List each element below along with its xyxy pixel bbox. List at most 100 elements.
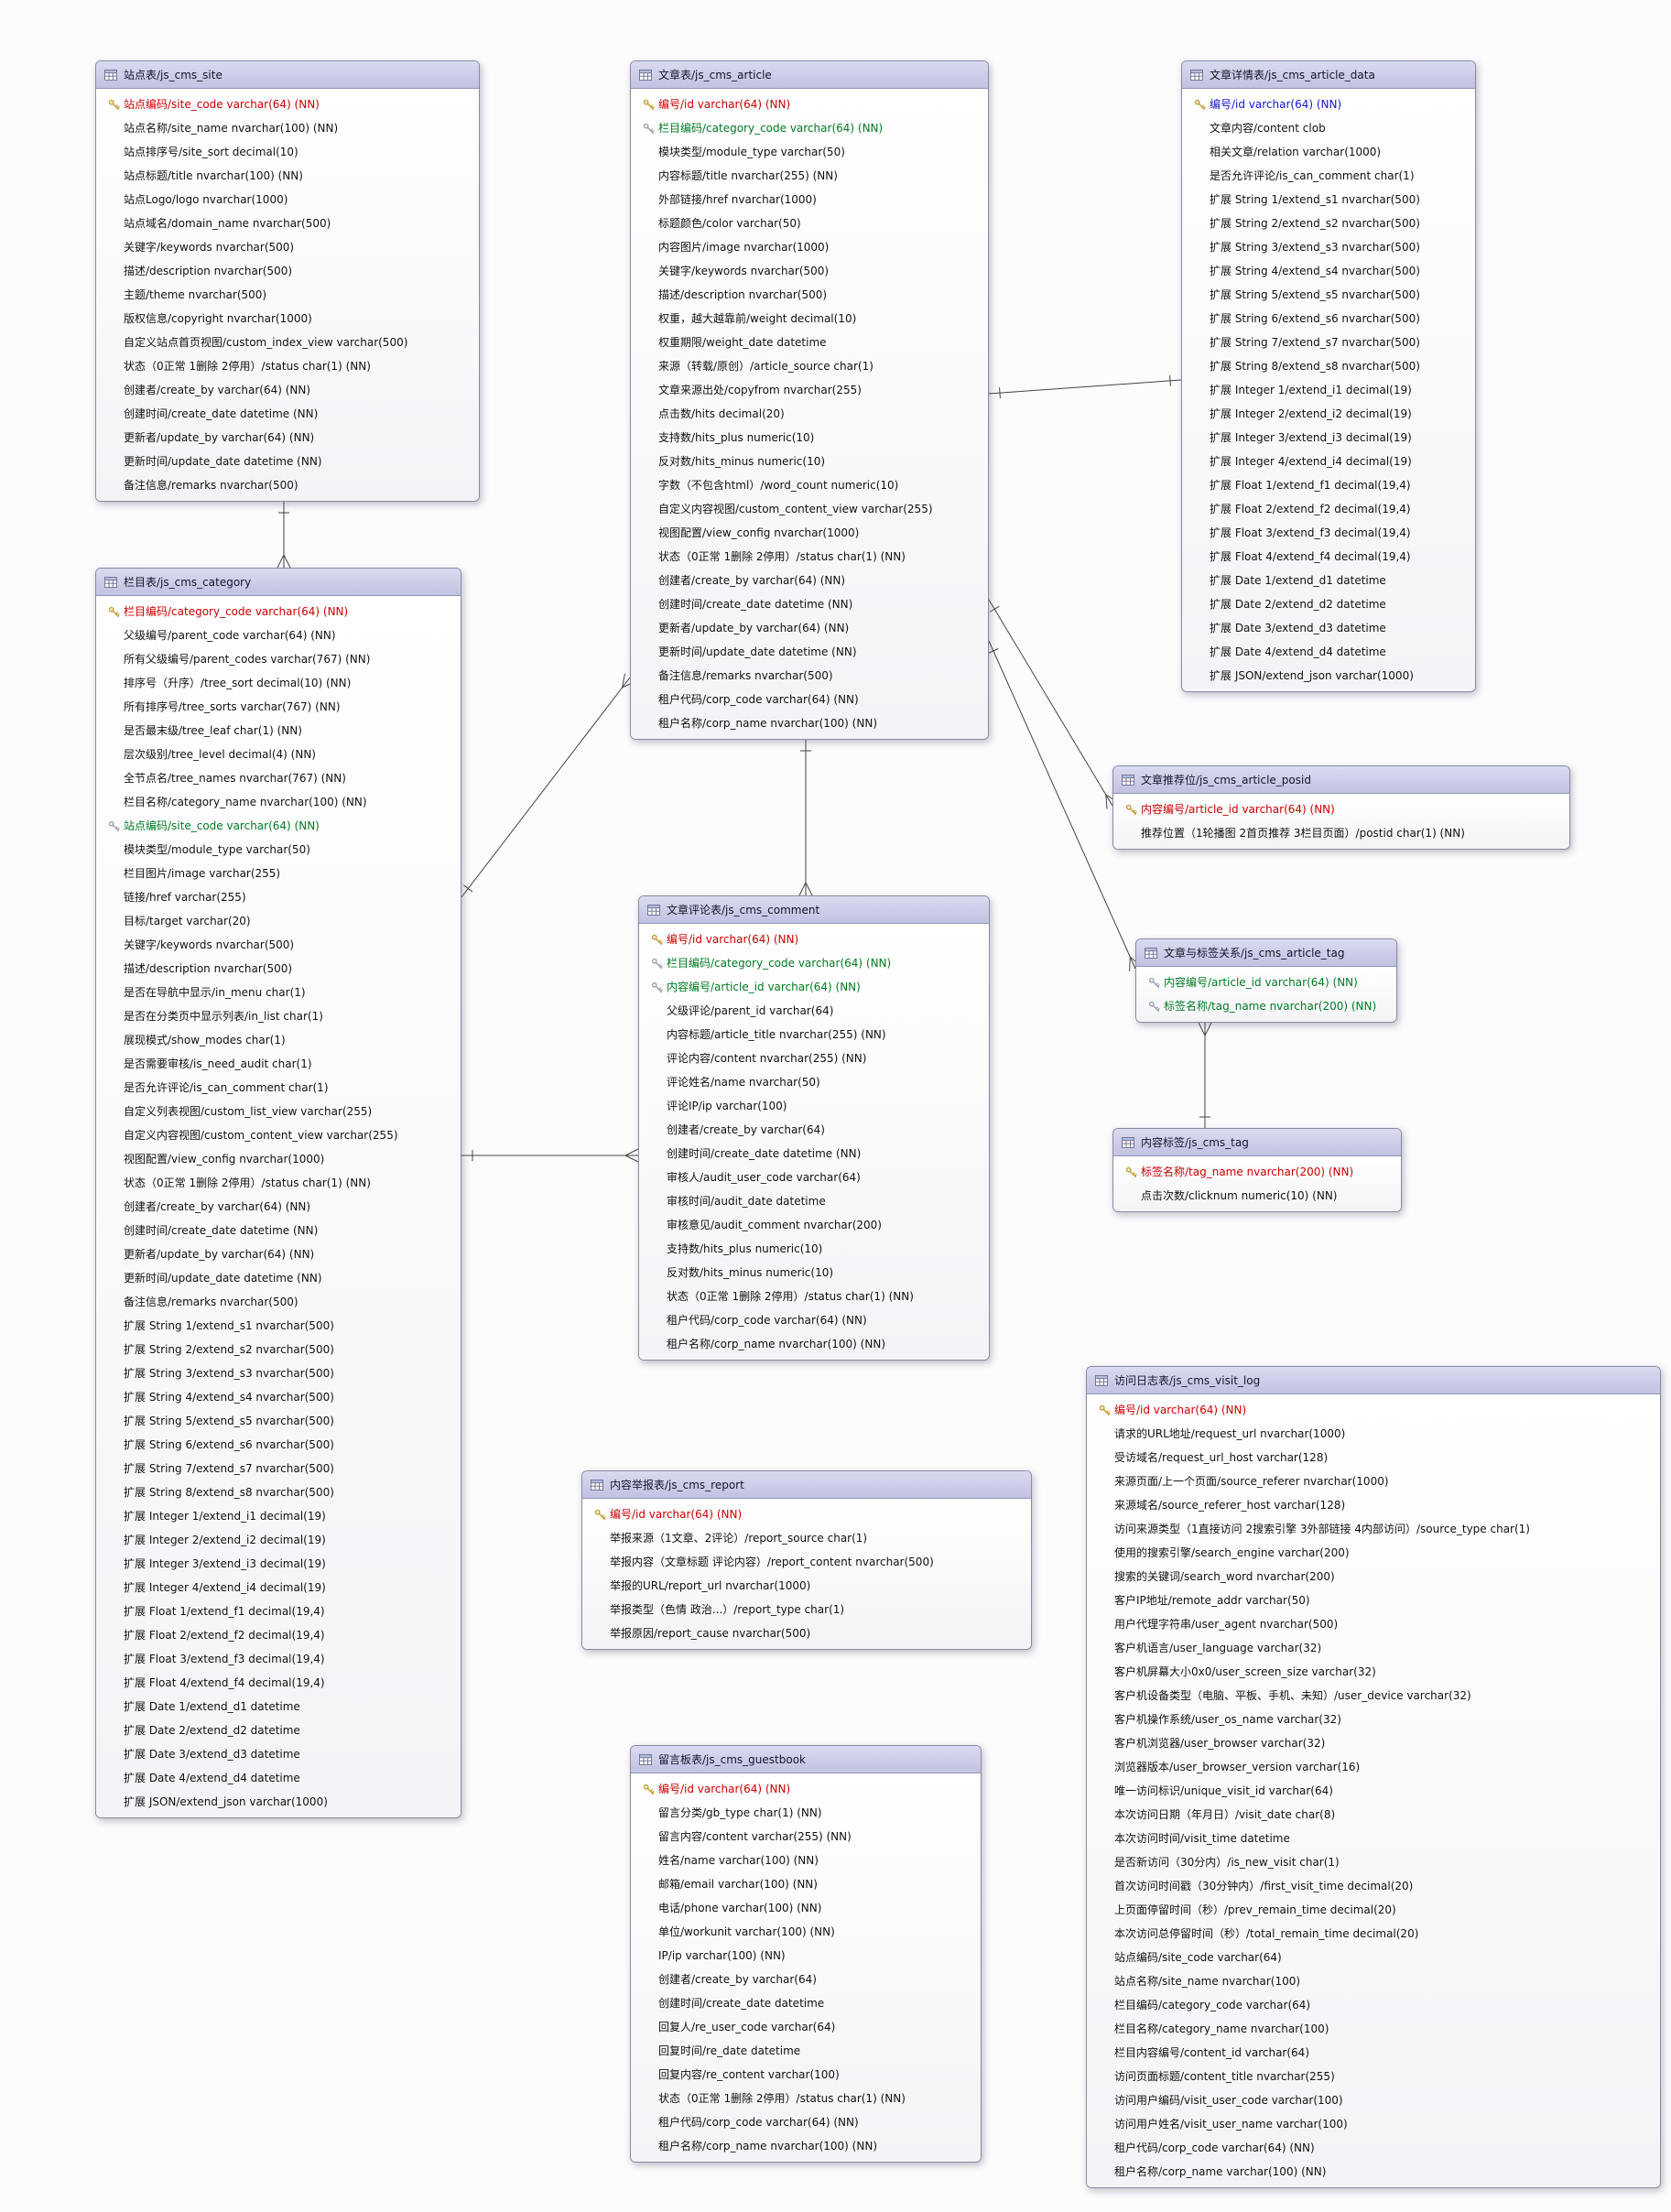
field: 是否在导航中显示/in_menu char(1) bbox=[96, 981, 461, 1004]
table-visit_log[interactable]: 访问日志表/js_cms_visit_log 编号/id varchar(64) … bbox=[1086, 1366, 1661, 2188]
field: 扩展 Integer 3/extend_i3 decimal(19) bbox=[96, 1552, 461, 1576]
field: 本次访问总停留时间（秒）/total_remain_time decimal(2… bbox=[1087, 1922, 1660, 1946]
field: 扩展 Integer 2/extend_i2 decimal(19) bbox=[1182, 402, 1475, 426]
field: 租户名称/corp_name nvarchar(100) (NN) bbox=[631, 2134, 981, 2158]
field-text: 层次级别/tree_level decimal(4) (NN) bbox=[124, 748, 316, 761]
field: 扩展 Date 1/extend_d1 datetime bbox=[1182, 569, 1475, 592]
field: 审核意见/audit_comment nvarchar(200) bbox=[639, 1213, 989, 1237]
field-text: 用户代理字符串/user_agent nvarchar(500) bbox=[1114, 1618, 1339, 1631]
field: IP/ip varchar(100) (NN) bbox=[631, 1944, 981, 1968]
field-text: 是否在分类页中显示列表/in_list char(1) bbox=[124, 1010, 323, 1023]
field: 栏目名称/category_name nvarchar(100) (NN) bbox=[96, 790, 461, 814]
table-fields: 编号/id varchar(64) (NN)请求的URL地址/request_u… bbox=[1087, 1394, 1660, 2187]
field: 所有父级编号/parent_codes varchar(767) (NN) bbox=[96, 647, 461, 671]
field-text: 支持数/hits_plus numeric(10) bbox=[658, 431, 815, 444]
field-text: 举报来源（1文章、2评论）/report_source char(1) bbox=[610, 1532, 868, 1545]
field-text: 创建时间/create_date datetime (NN) bbox=[124, 1224, 319, 1237]
field: 栏目编码/category_code varchar(64) bbox=[1087, 1993, 1660, 2017]
field: 扩展 Date 2/extend_d2 datetime bbox=[96, 1719, 461, 1742]
field: 扩展 Date 4/extend_d4 datetime bbox=[1182, 640, 1475, 664]
table-category[interactable]: 栏目表/js_cms_category 栏目编码/category_code va… bbox=[95, 568, 461, 1818]
field: 备注信息/remarks nvarchar(500) bbox=[96, 473, 479, 497]
field-text: 标签名称/tag_name nvarchar(200) (NN) bbox=[1164, 1000, 1377, 1013]
key-icon bbox=[103, 99, 124, 111]
table-grid-icon bbox=[647, 904, 660, 916]
field-text: 创建者/create_by varchar(64) bbox=[667, 1123, 825, 1136]
field-fk: 内容编号/article_id varchar(64) (NN) bbox=[639, 975, 989, 999]
table-title: 栏目表/js_cms_category bbox=[124, 576, 252, 589]
field-text: 自定义站点首页视图/custom_index_view varchar(500) bbox=[124, 336, 408, 349]
field: 是否允许评论/is_can_comment char(1) bbox=[1182, 164, 1475, 188]
field-text: 内容编号/article_id varchar(64) (NN) bbox=[1164, 976, 1358, 989]
field: 单位/workunit varchar(100) (NN) bbox=[631, 1920, 981, 1944]
field-text: 内容编号/article_id varchar(64) (NN) bbox=[667, 981, 861, 993]
key-icon bbox=[1144, 1001, 1164, 1013]
field-text: 创建者/create_by varchar(64) (NN) bbox=[124, 1200, 311, 1213]
field: 留言内容/content varchar(255) (NN) bbox=[631, 1825, 981, 1849]
field-text: 状态（0正常 1删除 2停用）/status char(1) (NN) bbox=[658, 550, 906, 563]
field: 外部链接/href nvarchar(1000) bbox=[631, 188, 988, 211]
field-text: 备注信息/remarks nvarchar(500) bbox=[658, 669, 833, 682]
field: 站点Logo/logo nvarchar(1000) bbox=[96, 188, 479, 211]
field: 主题/theme nvarchar(500) bbox=[96, 283, 479, 307]
field-text: 本次访问时间/visit_time datetime bbox=[1114, 1832, 1290, 1845]
field-text: 浏览器版本/user_browser_version varchar(16) bbox=[1114, 1761, 1361, 1773]
field-text: 租户代码/corp_code varchar(64) (NN) bbox=[667, 1314, 867, 1327]
field: 排序号（升序）/tree_sort decimal(10) (NN) bbox=[96, 671, 461, 695]
field: 站点标题/title nvarchar(100) (NN) bbox=[96, 164, 479, 188]
field: 状态（0正常 1删除 2停用）/status char(1) (NN) bbox=[639, 1285, 989, 1308]
field-text: 站点名称/site_name nvarchar(100) (NN) bbox=[124, 122, 339, 135]
relationship-article-article-posid bbox=[988, 599, 1119, 809]
field: 层次级别/tree_level decimal(4) (NN) bbox=[96, 743, 461, 766]
field-text: 扩展 Float 1/extend_f1 decimal(19,4) bbox=[124, 1605, 325, 1618]
field-text: 栏目图片/image varchar(255) bbox=[124, 867, 281, 880]
field-text: 是否在导航中显示/in_menu char(1) bbox=[124, 986, 306, 999]
field-text: 扩展 Integer 3/extend_i3 decimal(19) bbox=[1210, 431, 1412, 444]
field-text: 扩展 Float 3/extend_f3 decimal(19,4) bbox=[124, 1653, 325, 1665]
field: 扩展 Float 2/extend_f2 decimal(19,4) bbox=[1182, 497, 1475, 521]
field: 创建者/create_by varchar(64) (NN) bbox=[631, 569, 988, 592]
table-header-tag: 内容标签/js_cms_tag bbox=[1113, 1129, 1401, 1156]
field: 回复人/re_user_code varchar(64) bbox=[631, 2015, 981, 2039]
field-fk: 标签名称/tag_name nvarchar(200) (NN) bbox=[1136, 994, 1396, 1018]
field-text: 创建者/create_by varchar(64) (NN) bbox=[124, 384, 311, 396]
field-text: 视图配置/view_config nvarchar(1000) bbox=[658, 526, 860, 539]
field: 请求的URL地址/request_url nvarchar(1000) bbox=[1087, 1422, 1660, 1446]
field-text: 内容图片/image nvarchar(1000) bbox=[658, 241, 830, 254]
field: 扩展 Float 3/extend_f3 decimal(19,4) bbox=[96, 1647, 461, 1671]
field: 自定义列表视图/custom_list_view varchar(255) bbox=[96, 1100, 461, 1123]
field: 状态（0正常 1删除 2停用）/status char(1) (NN) bbox=[96, 1171, 461, 1195]
field: 站点域名/domain_name nvarchar(500) bbox=[96, 211, 479, 235]
field: 举报来源（1文章、2评论）/report_source char(1) bbox=[582, 1526, 1031, 1550]
field-text: 客户机设备类型（电脑、平板、手机、未知）/user_device varchar… bbox=[1114, 1689, 1471, 1702]
key-icon bbox=[638, 99, 658, 111]
field-pk: 编号/id varchar(64) (NN) bbox=[631, 92, 988, 116]
field-text: 自定义内容视图/custom_content_view varchar(255) bbox=[658, 503, 933, 515]
field: 视图配置/view_config nvarchar(1000) bbox=[631, 521, 988, 545]
field-text: 更新者/update_by varchar(64) (NN) bbox=[124, 431, 315, 444]
field-text: 栏目编码/category_code varchar(64) (NN) bbox=[124, 605, 349, 618]
field-pk: 编号/id varchar(64) (NN) bbox=[631, 1777, 981, 1801]
field-text: 更新时间/update_date datetime (NN) bbox=[124, 455, 322, 468]
field-text: 扩展 String 7/extend_s7 nvarchar(500) bbox=[1210, 336, 1420, 349]
field-text: 扩展 Float 2/extend_f2 decimal(19,4) bbox=[1210, 503, 1411, 515]
field: 内容标题/title nvarchar(255) (NN) bbox=[631, 164, 988, 188]
field: 描述/description nvarchar(500) bbox=[96, 259, 479, 283]
field-text: 视图配置/view_config nvarchar(1000) bbox=[124, 1153, 325, 1166]
table-title: 访问日志表/js_cms_visit_log bbox=[1114, 1374, 1261, 1387]
field-text: 内容编号/article_id varchar(64) (NN) bbox=[1141, 803, 1335, 816]
field: 电话/phone varchar(100) (NN) bbox=[631, 1896, 981, 1920]
field: 支持数/hits_plus numeric(10) bbox=[631, 426, 988, 450]
table-fields: 栏目编码/category_code varchar(64) (NN)父级编号/… bbox=[96, 596, 461, 1817]
